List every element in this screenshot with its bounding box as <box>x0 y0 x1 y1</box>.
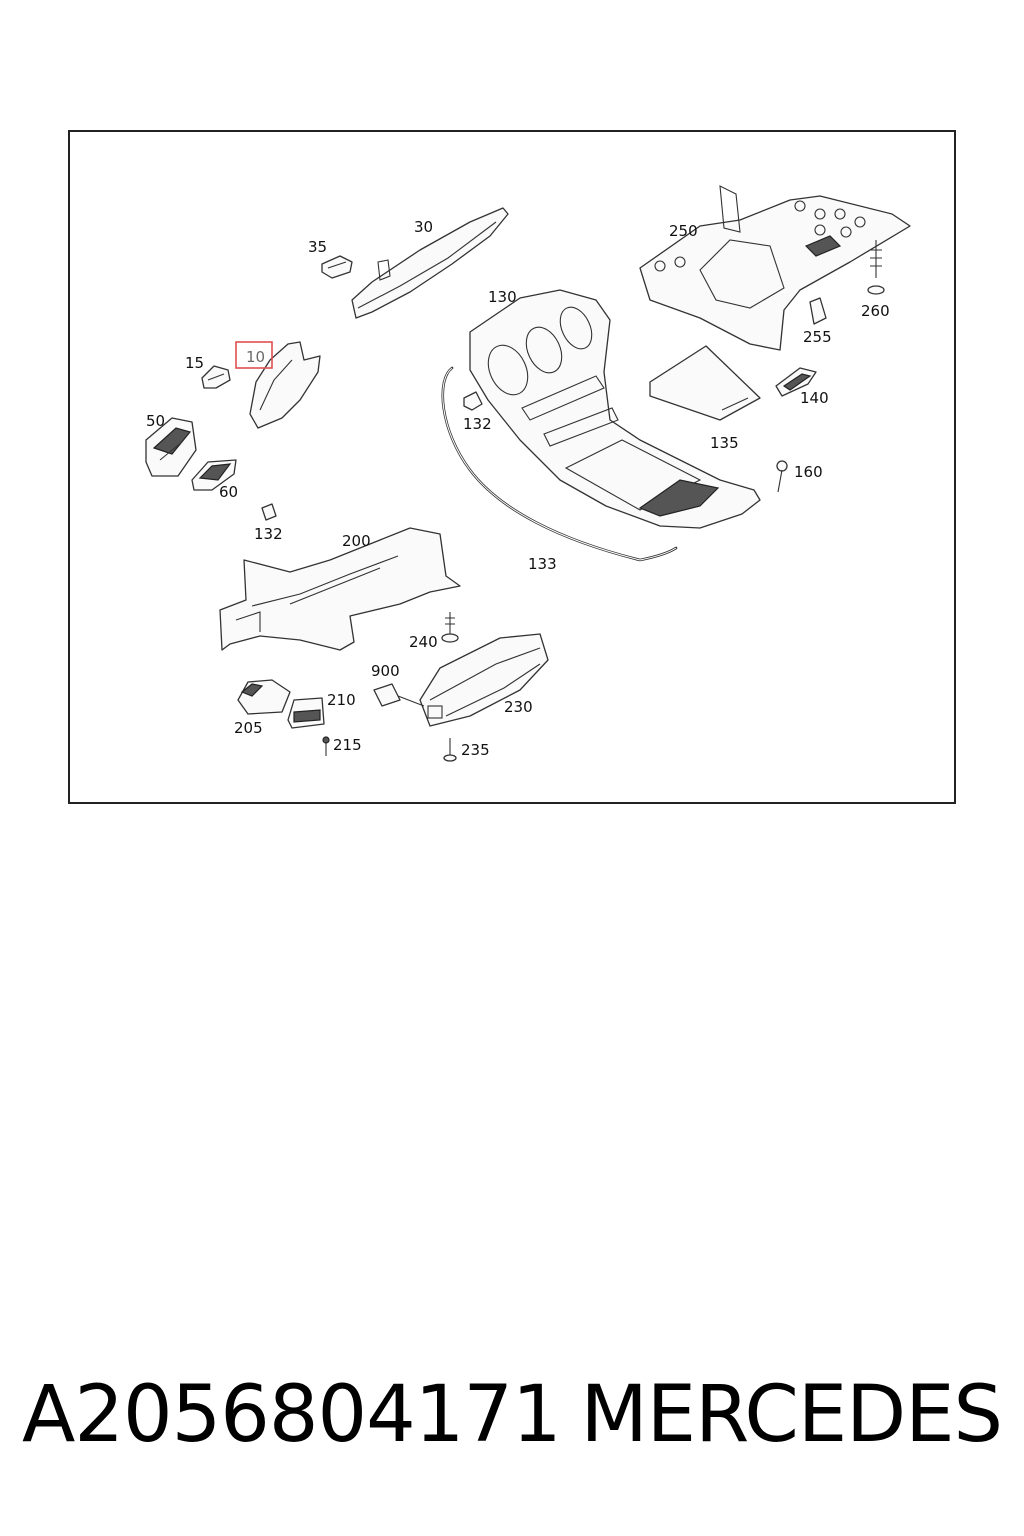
part-200-lower-frame[interactable] <box>219 527 461 651</box>
part-35-clip[interactable] <box>321 255 353 279</box>
label-15[interactable]: 15 <box>185 354 204 372</box>
label-215[interactable]: 215 <box>333 736 362 754</box>
label-132-left[interactable]: 132 <box>254 525 283 543</box>
part-135-mat[interactable] <box>649 345 761 421</box>
label-250[interactable]: 250 <box>669 222 698 240</box>
label-205[interactable]: 205 <box>234 719 263 737</box>
label-35[interactable]: 35 <box>308 238 327 256</box>
label-30[interactable]: 30 <box>414 218 433 236</box>
part-30-trim-strip[interactable] <box>351 207 509 319</box>
part-160-screw[interactable] <box>776 460 788 493</box>
part-15-bracket[interactable] <box>201 365 231 389</box>
part-205-switch[interactable] <box>237 679 291 715</box>
part-132-clip-right[interactable] <box>463 391 483 411</box>
label-133[interactable]: 133 <box>528 555 557 573</box>
part-250-bracket-assembly[interactable] <box>639 185 911 351</box>
part-130-center-console[interactable] <box>469 289 761 529</box>
part-210-switch-block[interactable] <box>287 697 325 729</box>
part-133-cable[interactable] <box>441 366 678 562</box>
label-10[interactable]: 10 <box>246 348 265 366</box>
label-210[interactable]: 210 <box>327 691 356 709</box>
label-260[interactable]: 260 <box>861 302 890 320</box>
label-132-right[interactable]: 132 <box>463 415 492 433</box>
part-140-cover[interactable] <box>775 367 817 397</box>
highlight-box <box>235 341 273 369</box>
footer: A2056804171 MERCEDES <box>0 1370 1024 1470</box>
label-200[interactable]: 200 <box>342 532 371 550</box>
part-255-clip[interactable] <box>809 297 827 325</box>
part-230-control-module[interactable] <box>419 633 549 727</box>
part-235-screw[interactable] <box>443 738 457 762</box>
label-160[interactable]: 160 <box>794 463 823 481</box>
part-60-switch[interactable] <box>191 459 237 491</box>
label-50[interactable]: 50 <box>146 412 165 430</box>
part-240-screw[interactable] <box>441 612 459 643</box>
brand-name: MERCEDES <box>580 1370 1003 1460</box>
label-900[interactable]: 900 <box>371 662 400 680</box>
part-number: A2056804171 <box>22 1370 562 1460</box>
part-215-screw[interactable] <box>322 736 330 756</box>
label-235[interactable]: 235 <box>461 741 490 759</box>
part-900-label[interactable] <box>373 683 425 707</box>
part-260-screw[interactable] <box>867 240 885 295</box>
part-50-switch-module[interactable] <box>145 417 197 477</box>
label-140[interactable]: 140 <box>800 389 829 407</box>
label-135[interactable]: 135 <box>710 434 739 452</box>
label-60[interactable]: 60 <box>219 483 238 501</box>
label-240[interactable]: 240 <box>409 633 438 651</box>
part-10-side-trim[interactable] <box>249 341 321 429</box>
label-255[interactable]: 255 <box>803 328 832 346</box>
label-130[interactable]: 130 <box>488 288 517 306</box>
part-132-clip-left[interactable] <box>261 503 277 521</box>
label-230[interactable]: 230 <box>504 698 533 716</box>
